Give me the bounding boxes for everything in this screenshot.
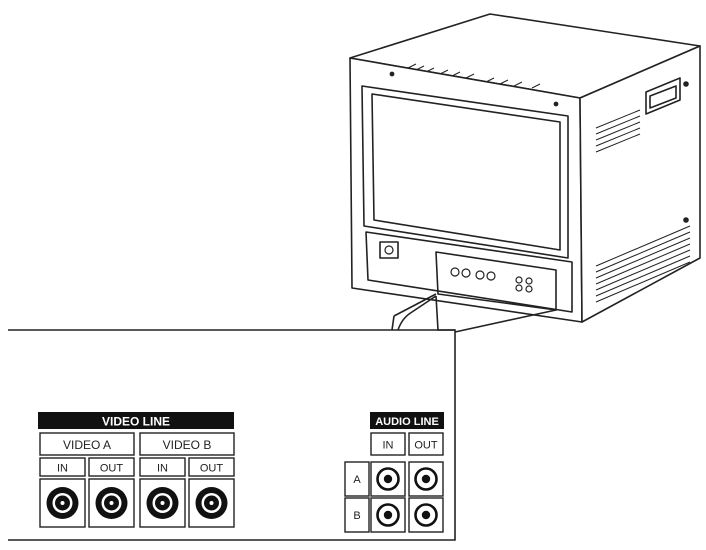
video-b-in-label: IN: [157, 463, 168, 475]
video-b-group: [139, 432, 235, 528]
video-b-out-bnc-connector[interactable]: [195, 487, 228, 519]
video-line-panel: VIDEO LINE VIDEO A IN OUT: [38, 412, 235, 528]
video-b-out-label: OUT: [200, 463, 224, 475]
video-a-in-bnc-connector[interactable]: [46, 487, 79, 519]
audio-b-in-rca-jack[interactable]: [376, 503, 400, 527]
video-line-header: VIDEO LINE: [102, 415, 170, 429]
video-a-label: VIDEO A: [63, 438, 111, 452]
audio-in-label: IN: [383, 440, 394, 452]
audio-line-panel: AUDIO LINE IN OUT A B: [344, 412, 444, 533]
video-b-in-bnc-connector[interactable]: [146, 487, 179, 519]
audio-row-a-label: A: [353, 474, 361, 486]
audio-line-header: AUDIO LINE: [375, 416, 439, 428]
video-a-in-label: IN: [57, 463, 68, 475]
video-a-group: [39, 432, 135, 528]
video-b-label: VIDEO B: [163, 438, 212, 452]
audio-a-out-rca-jack[interactable]: [414, 467, 438, 491]
video-a-out-bnc-connector[interactable]: [95, 487, 128, 519]
audio-row-b-label: B: [353, 510, 360, 522]
video-a-out-label: OUT: [100, 463, 124, 475]
audio-a-in-rca-jack[interactable]: [376, 467, 400, 491]
audio-out-label: OUT: [414, 440, 438, 452]
audio-b-out-rca-jack[interactable]: [414, 503, 438, 527]
monitor-illustration: [349, 13, 701, 323]
